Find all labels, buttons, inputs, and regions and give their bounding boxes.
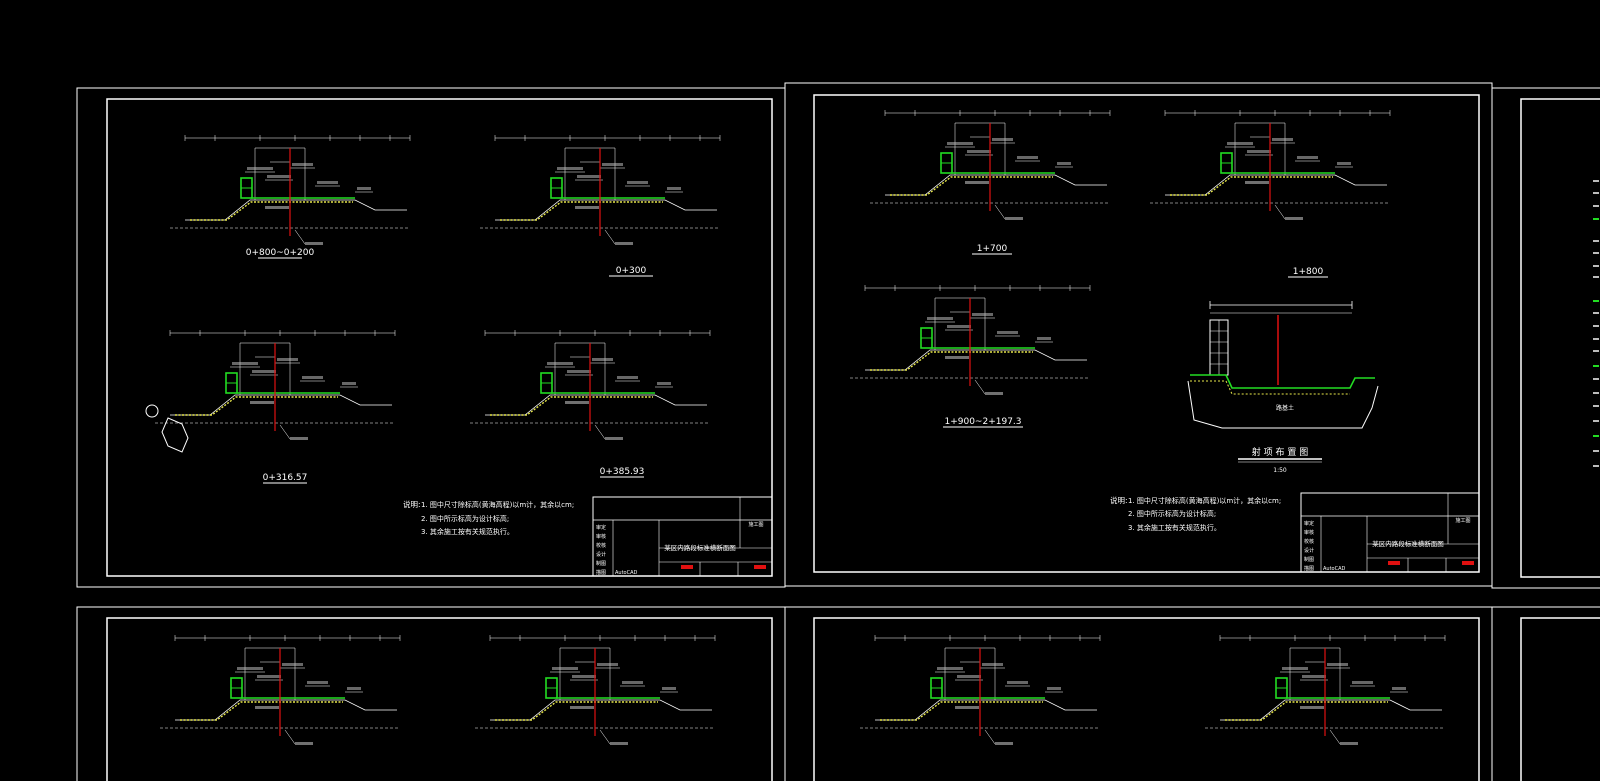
section-label: 0+385.93 xyxy=(600,467,645,477)
svg-text:校核: 校核 xyxy=(1304,538,1314,545)
cross-section-4[interactable] xyxy=(470,330,711,440)
svg-text:设计: 设计 xyxy=(1304,547,1314,554)
location-callout xyxy=(145,404,189,453)
general-notes: 说明: 1. 图中尺寸除标高(黄海高程)以m计，其余以cm; 2. 图中所示标高… xyxy=(403,499,574,536)
svg-text:描图: 描图 xyxy=(596,569,606,576)
svg-text:3. 其余施工按有关规范执行。: 3. 其余施工按有关规范执行。 xyxy=(1128,523,1221,532)
detail-title: 射 项 布 置 图 xyxy=(1252,446,1308,458)
svg-text:AutoCAD: AutoCAD xyxy=(1323,566,1346,572)
svg-text:施工图: 施工图 xyxy=(748,521,763,528)
svg-text:审定: 审定 xyxy=(1304,520,1314,527)
cross-section-6[interactable] xyxy=(1150,110,1391,220)
cross-section-5[interactable] xyxy=(870,110,1111,220)
svg-text:2. 图中所示标高为设计标高;: 2. 图中所示标高为设计标高; xyxy=(421,514,509,523)
svg-text:施工图: 施工图 xyxy=(1455,517,1470,524)
cross-section-3[interactable] xyxy=(155,330,396,440)
svg-text:审核: 审核 xyxy=(596,533,606,540)
svg-text:AutoCAD: AutoCAD xyxy=(615,570,638,576)
drawing-sheet-2: 1+700 1+800 1+900~2+197.3 路基土 射 项 布 置 图 xyxy=(784,82,1493,587)
svg-text:某区内路段标准横断面图: 某区内路段标准横断面图 xyxy=(1372,539,1444,548)
title-block: 施工图 某区内路段标准横断面图 审定 审核 校核 设计 制图 描图 AutoCA… xyxy=(592,496,773,577)
svg-text:描图: 描图 xyxy=(1304,565,1314,572)
svg-text:说明:: 说明: xyxy=(1110,495,1128,505)
svg-text:审定: 审定 xyxy=(596,524,606,531)
general-notes: 说明: 1. 图中尺寸除标高(黄海高程)以m计，其余以cm; 2. 图中所示标高… xyxy=(1110,495,1281,532)
cross-section-9[interactable] xyxy=(475,635,716,745)
section-label: 1+900~2+197.3 xyxy=(944,417,1021,427)
svg-text:某区内路段标准横断面图: 某区内路段标准横断面图 xyxy=(664,543,736,552)
svg-text:2. 图中所示标高为设计标高;: 2. 图中所示标高为设计标高; xyxy=(1128,509,1216,518)
cross-section-10[interactable] xyxy=(860,635,1101,745)
cross-section-7[interactable] xyxy=(850,285,1091,395)
drawing-sheet-3-partial xyxy=(1491,87,1600,589)
svg-text:说明:: 说明: xyxy=(403,499,421,509)
cross-section-11[interactable] xyxy=(1205,635,1446,745)
drawing-sheet-6-partial xyxy=(1491,606,1600,781)
svg-text:设计: 设计 xyxy=(596,551,606,558)
svg-text:校核: 校核 xyxy=(596,542,606,549)
section-label: 1+800 xyxy=(1293,267,1324,277)
cross-section-2[interactable] xyxy=(480,135,721,245)
svg-text:1. 图中尺寸除标高(黄海高程)以m计，其余以cm;: 1. 图中尺寸除标高(黄海高程)以m计，其余以cm; xyxy=(421,500,574,509)
svg-text:制图: 制图 xyxy=(596,560,606,567)
cross-section-8[interactable] xyxy=(160,635,401,745)
svg-text:制图: 制图 xyxy=(1304,556,1314,563)
svg-text:3. 其余施工按有关规范执行。: 3. 其余施工按有关规范执行。 xyxy=(421,527,514,536)
svg-text:路基土: 路基土 xyxy=(1276,404,1294,412)
section-label: 0+300 xyxy=(616,266,647,276)
title-block: 施工图 某区内路段标准横断面图 审定 审核 校核 设计 制图 描图 AutoCA… xyxy=(1300,492,1480,573)
detail-scale: 1:50 xyxy=(1273,467,1287,474)
svg-text:1. 图中尺寸除标高(黄海高程)以m计，其余以cm;: 1. 图中尺寸除标高(黄海高程)以m计，其余以cm; xyxy=(1128,496,1281,505)
cross-section-1[interactable] xyxy=(170,135,411,245)
drawing-sheet-1: 0+800~0+200 0+300 0+316.57 0+385.93 说明: … xyxy=(76,87,786,588)
section-label: 1+700 xyxy=(977,244,1008,254)
section-label: 0+800~0+200 xyxy=(246,248,315,258)
section-label: 0+316.57 xyxy=(263,473,308,483)
svg-text:审核: 审核 xyxy=(1304,529,1314,536)
detail-drawing[interactable]: 路基土 射 项 布 置 图 1:50 xyxy=(1187,301,1379,474)
